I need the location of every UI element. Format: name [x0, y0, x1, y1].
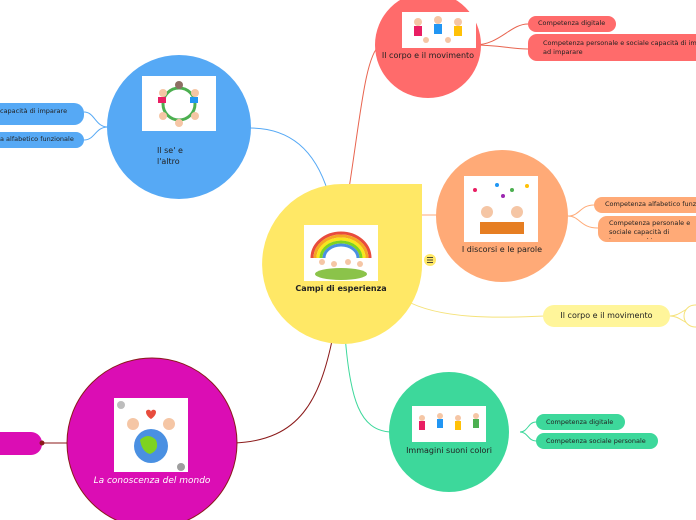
i-discorsi-picture [464, 176, 538, 242]
child-label-se-2: a alfabetico funzionale [0, 135, 74, 143]
child-shape-se-1[interactable] [0, 103, 84, 125]
connector-center-immagini [344, 334, 391, 433]
notes-icon[interactable] [424, 254, 436, 266]
child-shape-se-2[interactable] [0, 132, 84, 148]
child-shape-discorsi-2[interactable] [598, 216, 696, 242]
immagini-picture [412, 406, 486, 442]
center-picture [304, 225, 378, 281]
topic-pill-corpo2[interactable] [543, 305, 670, 327]
topic-label-i-discorsi: I discorsi e le parole [461, 245, 543, 254]
child-label-corpo-2: Competenza personale e sociale capacità … [543, 39, 696, 56]
child-label-discorsi-2: Competenza personale e sociale capacità … [609, 219, 691, 239]
child-label-corpo-1: Competenza digitale [538, 19, 606, 27]
connector-immagini-children [519, 421, 537, 442]
connector-se-children [83, 111, 109, 141]
topic-label-corpo-2: Il corpo e il movimento [560, 311, 653, 320]
child-label-immagini-2: Competenza sociale personale [546, 437, 646, 445]
child-label-se-1: capacità di imparare [0, 107, 68, 115]
conoscenza-child-dot [39, 440, 45, 446]
child-label-immagini-1: Competenza digitale [546, 418, 614, 426]
corpo2-child-stub[interactable] [683, 304, 696, 328]
child-shape-immagini-2[interactable] [536, 433, 658, 449]
child-label-discorsi-1: Competenza alfabetico funzionale [605, 200, 696, 208]
connector-center-se [249, 127, 329, 193]
il-corpo-picture [402, 12, 476, 48]
connector-center-conoscenza [234, 335, 334, 444]
child-shape-corpo-2[interactable] [528, 34, 696, 61]
topic-label-immagini: Immagini suoni colori [406, 446, 492, 455]
connector-corpo-children [473, 23, 529, 50]
connector-center-corpo2 [404, 299, 546, 318]
connector-discorsi-children [567, 204, 599, 229]
conoscenza-child-stub[interactable] [0, 432, 42, 455]
child-shape-corpo-1[interactable] [528, 16, 616, 32]
child-shape-immagini-1[interactable] [536, 414, 625, 430]
topic-label-conoscenza: La conoscenza del mondo [93, 476, 211, 486]
child-shape-discorsi-1[interactable] [594, 197, 696, 213]
il-se-picture [142, 76, 216, 131]
connector-center-corpo [347, 44, 381, 196]
topic-label-il-se-line2: l'altro [157, 157, 180, 166]
topic-label-il-se-line1: Il se' e [157, 146, 183, 155]
topic-label-il-corpo: Il corpo e il movimento [381, 51, 475, 60]
center-node-label: Campi di esperienza [295, 284, 387, 293]
conoscenza-picture [114, 398, 188, 472]
